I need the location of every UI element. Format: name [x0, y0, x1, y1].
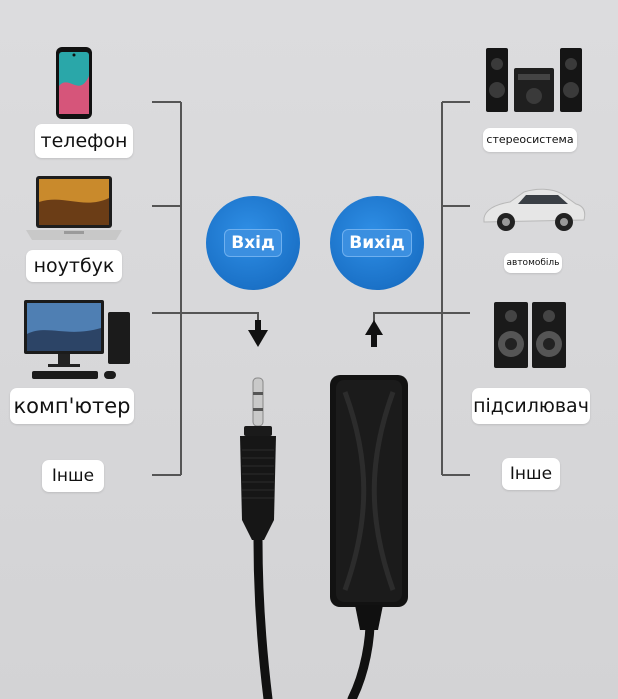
stereo-system-icon: [484, 40, 584, 118]
label-stereo: стереосистема: [483, 128, 577, 152]
output-badge-label: Вихід: [342, 229, 412, 257]
desktop-computer-icon: [22, 298, 134, 386]
label-computer: комп'ютер: [10, 388, 134, 424]
label-other-right: Інше: [502, 458, 560, 490]
input-badge: Вхід: [206, 196, 300, 290]
speakers-icon: [492, 300, 568, 374]
up-arrow-icon: [365, 320, 383, 335]
label-other-left: Інше: [42, 460, 104, 492]
down-arrow-icon: [248, 330, 268, 347]
input-badge-label: Вхід: [224, 229, 282, 257]
label-amplifier: підсилювач: [472, 388, 590, 424]
isolator-box: [330, 375, 408, 630]
smartphone-icon: [55, 46, 93, 124]
output-badge: Вихід: [330, 196, 424, 290]
label-laptop: ноутбук: [26, 250, 122, 282]
laptop-icon: [24, 174, 124, 248]
jack-plug-icon: [240, 377, 276, 540]
car-icon: [480, 184, 588, 240]
label-phone: телефон: [35, 124, 133, 158]
label-car: автомобіль: [504, 253, 562, 273]
